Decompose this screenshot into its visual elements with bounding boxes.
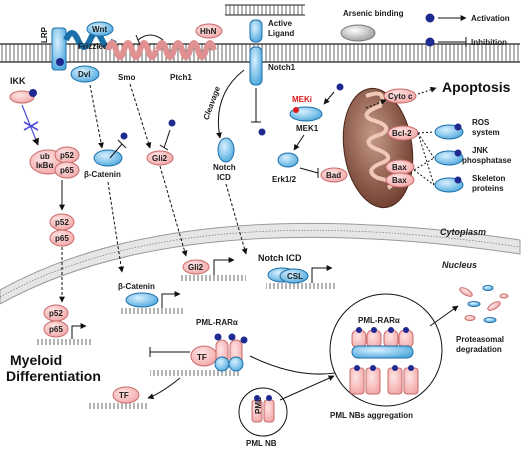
p65-nuc: p65 [49, 325, 63, 334]
beta-catenin-nucleus: β-Catenin [118, 282, 184, 314]
wnt-label: Wnt [92, 25, 107, 34]
cyto-c-label: Cyto c [388, 92, 413, 101]
bcl2-label: Bcl-2 [392, 129, 412, 138]
ros-line2: system [472, 128, 500, 137]
active-ligand-line2: Ligand [268, 29, 294, 38]
dvl-label: Dvl [78, 70, 90, 79]
pml-nb-label: PML NB [246, 439, 277, 448]
bad-label: Bad [326, 171, 341, 180]
proteasomal-fragments: Proteasomal degradation [456, 285, 509, 354]
tf2-label: TF [119, 391, 129, 400]
nuclear-envelope [0, 222, 521, 305]
mek-erk-pathway: MEKi MEK1 Erk1/2 Bad [272, 83, 348, 184]
lrp-label: LRP [40, 26, 49, 43]
proteasomal-line1: Proteasomal [456, 335, 504, 344]
active-ligand-line1: Active [268, 19, 293, 28]
beta-catenin-cytoplasm: β-Catenin [84, 84, 128, 273]
p65-cyto-2: p65 [55, 234, 69, 243]
meki-label: MEKi [292, 95, 312, 104]
myeloid-line2: Differentiation [6, 368, 101, 384]
skel-line1: Skeleton [472, 174, 505, 183]
ikba-label: IκBα [36, 161, 53, 170]
arsenic-targets: ROS system JNK phosphatase Skeleton prot… [413, 118, 512, 193]
ptch1-label: Ptch1 [170, 73, 192, 82]
active-ligand [249, 19, 263, 43]
gli2-cytoplasm: Gli2 [129, 83, 188, 257]
p65-cyto-1: p65 [60, 166, 74, 175]
frizzled-label: Frizzled [78, 42, 108, 51]
activation-dot-icon [425, 13, 435, 23]
notch-icd-line2: ICD [217, 173, 231, 182]
lrp-arsenic-dot [56, 58, 64, 66]
ikk-label: IKK [10, 76, 26, 86]
pml-nb: PML PML NB [238, 387, 288, 448]
gli2-nucleus: Gli2 [180, 257, 246, 281]
nfkb-nucleus: p52 p65 Myeloid Differentiation [6, 304, 101, 384]
gli2-nuc-label: Gli2 [188, 263, 204, 272]
notch-icd-nuc-label: Notch ICD [258, 253, 302, 263]
smo-receptor: Smo [105, 40, 159, 82]
pml-nb-pml-1: PML [254, 397, 263, 414]
skel-line2: proteins [472, 184, 504, 193]
erk-label: Erk1/2 [272, 175, 297, 184]
ub-label: ub [40, 152, 50, 161]
cytoplasm-label: Cytoplasm [440, 227, 486, 237]
apoptosis-label: Apoptosis [442, 79, 511, 95]
nfkb-pathway: IKK ub IκBα p52 p65 p52 p65 [9, 76, 80, 303]
legend: Arsenic binding Activation Inhibition [340, 9, 510, 47]
notch-icd-line1: Notch [213, 163, 236, 172]
jnk-line2: phosphatase [462, 156, 512, 165]
notch1-label: Notch1 [268, 63, 296, 72]
nucleus-label: Nucleus [442, 260, 477, 270]
legend-arsenic-binding: Arsenic binding [343, 9, 404, 18]
tf-label: TF [197, 353, 207, 362]
p52-cyto-2: p52 [55, 218, 69, 227]
beta-catenin-label: β-Catenin [84, 170, 121, 179]
arsenic-binding-icon [340, 24, 376, 42]
pml-rara-label: PML-RARα [196, 318, 238, 327]
ptch1-receptor: Ptch1 HhN [135, 23, 223, 82]
pml-rara-circle-label: PML-RARα [358, 316, 400, 325]
csl-label: CSL [287, 272, 303, 281]
smo-label: Smo [118, 73, 135, 82]
pml-rara-complex: PML-RARα TF TF [88, 318, 375, 409]
beta-catenin-nuc-label: β-Catenin [118, 282, 155, 291]
mitochondrion: Cyto c Apoptosis Bcl-2 Bax Bax [342, 79, 511, 209]
jnk-line1: JNK [472, 146, 488, 155]
pml-nbs-aggregation-label: PML NBs aggregation [330, 411, 413, 420]
bax1-label: Bax [392, 163, 407, 172]
mek1-label: MEK1 [296, 124, 319, 133]
bax2-label: Bax [392, 176, 407, 185]
p52-cyto-1: p52 [60, 151, 74, 160]
gli2-cyto-label: Gli2 [152, 154, 168, 163]
hhn-label: HhN [200, 27, 217, 36]
wnt-frizzled-complex: LRP Wnt Frizzled Dvl [40, 21, 117, 83]
legend-inhibition: Inhibition [471, 38, 507, 47]
legend-activation: Activation [471, 14, 510, 23]
myeloid-line1: Myeloid [10, 352, 62, 368]
notch-csl-nucleus: Notch ICD CSL [258, 253, 336, 289]
inhibition-dot-icon [425, 37, 435, 47]
notch-icd-cytoplasm: Notch ICD [213, 137, 248, 255]
pml-nbs-aggregation: PML-RARα PML NBs aggregation [279, 293, 459, 420]
proteasomal-line2: degradation [456, 345, 502, 354]
p52-nuc: p52 [49, 309, 63, 318]
ros-line1: ROS [472, 118, 490, 127]
